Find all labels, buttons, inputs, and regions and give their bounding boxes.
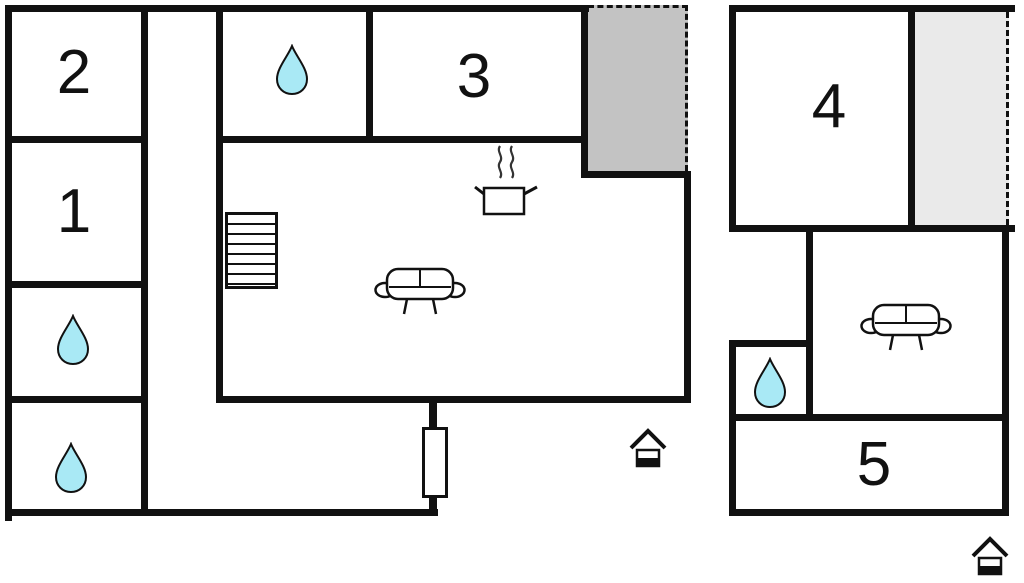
room-label-4: 4 (811, 72, 847, 141)
house-icon (629, 428, 667, 468)
wall-segment (216, 136, 588, 143)
water-drop-icon (753, 357, 787, 409)
wall-segment (216, 396, 691, 403)
wall-segment (366, 5, 373, 143)
room-label-1: 1 (56, 177, 92, 246)
house-icon (971, 536, 1009, 576)
wall-segment (5, 5, 589, 12)
wall-segment (581, 5, 588, 178)
wall-segment (141, 5, 148, 516)
water-drop-icon (56, 314, 90, 366)
wall-segment (729, 414, 1009, 421)
stairs-icon (225, 212, 278, 289)
room-label-5: 5 (856, 430, 892, 499)
wall-segment (216, 5, 223, 403)
wall-segment (5, 509, 438, 516)
wall-segment (729, 340, 813, 347)
wall-segment (1002, 225, 1009, 516)
sofa-icon (374, 267, 466, 315)
sofa-icon (860, 303, 952, 351)
wall-segment (5, 281, 148, 288)
wall-segment (729, 509, 1009, 516)
terrace-right (915, 12, 1009, 225)
wall-segment (5, 396, 148, 403)
room-label-2: 2 (56, 38, 92, 107)
wall-segment (5, 136, 148, 143)
wall-segment (729, 5, 736, 232)
room-label-3: 3 (456, 42, 492, 111)
wall-segment (5, 5, 12, 521)
wall-segment (729, 340, 736, 516)
wall-segment (684, 171, 691, 403)
door (422, 427, 448, 498)
stove-icon (474, 145, 538, 216)
water-drop-icon (275, 44, 309, 96)
wall-segment (581, 171, 691, 178)
wall-segment (806, 225, 813, 421)
wall-segment (729, 225, 1015, 232)
water-drop-icon (54, 442, 88, 494)
wall-segment (908, 5, 915, 232)
wall-segment (729, 5, 1015, 12)
terrace-left (588, 5, 688, 171)
